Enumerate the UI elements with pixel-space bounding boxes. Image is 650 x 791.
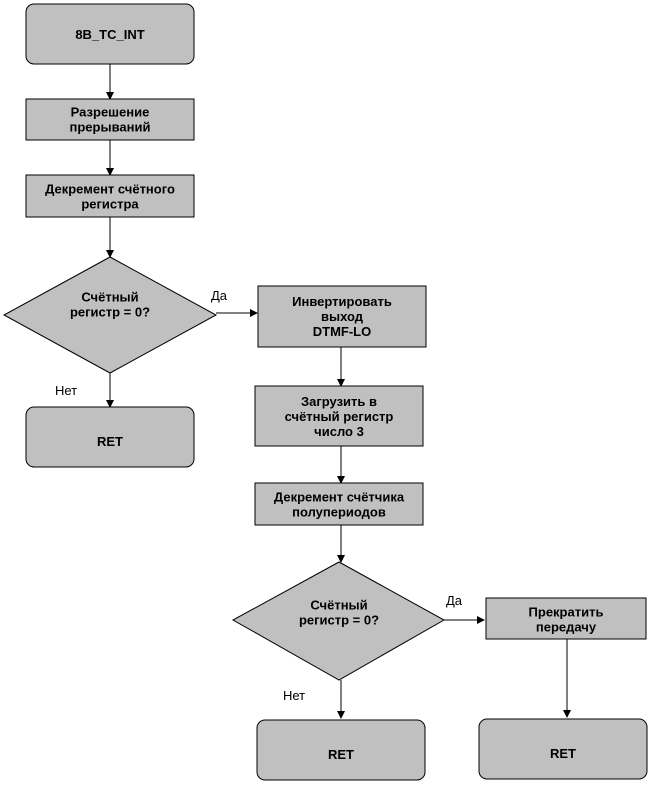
decrement-counter-line-2: регистра	[81, 197, 139, 212]
edge-label-d1-yes: Да	[211, 288, 228, 303]
ret-2-terminal	[256, 719, 426, 781]
ret-3-terminal	[478, 718, 648, 780]
start-line-1: 8B_TC_INT	[75, 27, 144, 42]
ret-1-label: RET	[97, 434, 123, 449]
stop-transmission-line-2: передачу	[536, 620, 597, 635]
start-terminal	[25, 3, 195, 65]
decision-2-line-1: Счётный	[310, 598, 367, 613]
edge-label-d1-no: Нет	[55, 383, 77, 398]
stop-transmission-box	[485, 597, 647, 640]
enable-interrupts-box	[25, 98, 195, 141]
node-ret-2: RET	[256, 719, 426, 781]
decision-2-line-2: регистр = 0?	[299, 613, 379, 628]
decrement-counter-line-1: Декремент счётного	[45, 182, 175, 197]
start-label: 8B_TC_INT	[75, 27, 144, 42]
decrement-halfperiods-line-1: Декремент счётчика	[274, 490, 405, 505]
decrement-counter-box	[25, 174, 195, 218]
decision-1-diamond	[2, 256, 218, 374]
decrement-halfperiods-line-2: полупериодов	[292, 505, 386, 520]
node-ret-1: RET	[25, 406, 195, 468]
edge-label-d2-yes: Да	[446, 593, 463, 608]
load-counter-line-3: число 3	[314, 424, 364, 439]
invert-output-line-2: выход	[321, 309, 364, 324]
load-counter-box	[254, 385, 424, 447]
invert-output-line-3: DTMF-LO	[313, 324, 371, 339]
node-ret-3: RET	[478, 718, 648, 780]
edges	[106, 64, 571, 719]
invert-output-box	[257, 285, 427, 348]
decision-2-diamond	[231, 561, 446, 681]
ret-3-label: RET	[550, 746, 576, 761]
decision-1-line-1: Счётный	[81, 290, 138, 305]
decision-1-line-2: регистр = 0?	[70, 305, 150, 320]
load-counter-line-2: счётный регистр	[285, 409, 394, 424]
decrement-halfperiods-box	[254, 482, 424, 526]
invert-output-line-1: Инвертировать	[292, 294, 392, 309]
enable-interrupts-line-1: Разрешение	[71, 105, 150, 120]
load-counter-line-1: Загрузить в	[301, 394, 377, 409]
ret-3-line-1: RET	[550, 746, 576, 761]
ret-1-terminal	[25, 406, 195, 468]
ret-2-line-1: RET	[328, 747, 354, 762]
node-start: 8B_TC_INT	[25, 3, 195, 65]
ret-2-label: RET	[328, 747, 354, 762]
enable-interrupts-line-2: прерываний	[70, 120, 151, 135]
ret-1-line-1: RET	[97, 434, 123, 449]
stop-transmission-line-1: Прекратить	[529, 605, 604, 620]
edge-label-d2-no: Нет	[283, 688, 305, 703]
